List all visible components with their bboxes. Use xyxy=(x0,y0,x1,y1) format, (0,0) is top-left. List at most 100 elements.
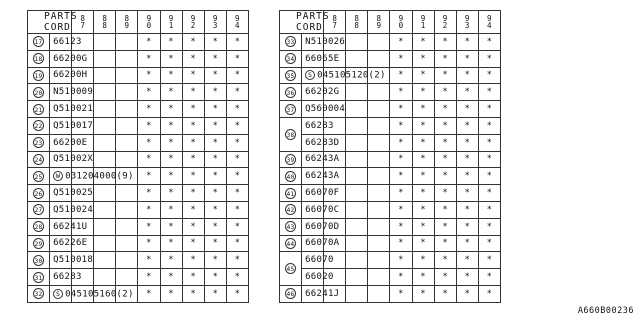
year-mark-cell: * xyxy=(455,217,479,236)
part-number: 66200H xyxy=(53,70,88,81)
year-mark-cell: * xyxy=(181,167,205,186)
table-row: 66283D***** xyxy=(280,133,502,152)
year-mark-cell xyxy=(345,200,369,219)
year-mark-cell: * xyxy=(225,66,250,85)
year-mark-cell: * xyxy=(203,284,227,303)
year-mark-cell xyxy=(93,83,117,102)
year-mark-cell xyxy=(345,234,369,253)
part-number: Q510024 xyxy=(53,204,94,215)
year-mark-cell xyxy=(367,217,391,236)
year-mark-cell: * xyxy=(203,83,227,102)
year-mark-cell: * xyxy=(411,284,435,303)
year-mark-cell: * xyxy=(455,184,479,202)
year-mark-cell: * xyxy=(389,284,413,303)
year-mark-cell: * xyxy=(181,234,205,253)
part-number-cell: Q510021 xyxy=(49,100,93,118)
part-number: 66200E xyxy=(53,137,88,148)
year-mark-cell: * xyxy=(433,49,457,68)
year-mark-cell: * xyxy=(181,83,205,102)
year-mark-cell: * xyxy=(159,200,183,219)
year-mark-cell: * xyxy=(389,268,413,286)
year-mark-cell: * xyxy=(477,83,502,102)
year-mark-cell xyxy=(93,217,117,236)
year-mark-cell xyxy=(93,33,117,51)
ref-number: 26 xyxy=(33,187,45,199)
year-mark-cell: * xyxy=(433,234,457,253)
year-mark-cell: * xyxy=(137,150,161,169)
year-mark-cell: * xyxy=(181,100,205,118)
year-mark-cell: * xyxy=(225,133,250,152)
ref-number: 44 xyxy=(285,237,297,249)
year-mark-cell: * xyxy=(411,251,435,270)
part-number-cell: 66200E xyxy=(49,133,87,152)
year-mark-cell: * xyxy=(181,200,205,219)
ref-number-cell: 20 xyxy=(26,83,51,102)
year-mark-cell: * xyxy=(137,33,161,51)
year-mark-cell: * xyxy=(137,66,161,85)
year-mark-cell: * xyxy=(181,251,205,270)
year-mark-cell: * xyxy=(455,268,479,286)
part-number: 66243A xyxy=(305,171,340,182)
part-number: Q510021 xyxy=(53,104,94,115)
year-mark-cell: * xyxy=(389,133,413,152)
year-mark-cell xyxy=(367,49,391,68)
year-mark-cell: * xyxy=(181,268,205,286)
ref-number: 19 xyxy=(33,69,45,81)
year-mark-cell: * xyxy=(389,234,413,253)
parts-cord-header: PARTS CORD xyxy=(278,10,329,34)
part-number-cell: Q510025 xyxy=(49,184,93,202)
year-mark-cell: * xyxy=(411,66,435,85)
year-mark-cell: * xyxy=(225,150,250,169)
year-mark-cell: * xyxy=(137,100,161,118)
year-mark-cell: * xyxy=(455,116,479,135)
year-mark-cell xyxy=(115,268,139,286)
ref-number: 22 xyxy=(33,120,45,132)
part-number-cell: N510026 xyxy=(301,33,345,51)
year-mark-cell xyxy=(345,116,369,135)
year-mark-cell xyxy=(345,33,369,51)
year-mark-cell: * xyxy=(433,133,457,152)
year-mark-cell: * xyxy=(203,251,227,270)
ref-number: 38 xyxy=(285,128,297,140)
year-mark-cell: * xyxy=(159,133,183,152)
year-mark-cell: * xyxy=(225,284,250,303)
part-number: Q510025 xyxy=(53,188,94,199)
year-mark-cell: * xyxy=(433,184,457,202)
year-mark-cell: * xyxy=(159,284,183,303)
year-mark-cell: * xyxy=(477,150,502,169)
year-mark-cell: * xyxy=(389,217,413,236)
year-mark-cell xyxy=(93,100,117,118)
year-mark-cell: * xyxy=(433,200,457,219)
year-mark-cell: * xyxy=(389,167,413,186)
year-mark-cell xyxy=(345,167,369,186)
year-mark-cell: * xyxy=(159,268,183,286)
year-mark-cell: * xyxy=(225,184,250,202)
year-mark-cell: * xyxy=(411,217,435,236)
ref-number-cell: 31 xyxy=(26,268,51,286)
part-number-cell: 66243A xyxy=(301,167,339,186)
ref-number: 20 xyxy=(33,86,45,98)
year-mark-cell: * xyxy=(477,268,502,286)
year-mark-cell: * xyxy=(137,49,161,68)
ref-number: 41 xyxy=(285,187,297,199)
ref-number-cell: 45 xyxy=(278,251,303,286)
ref-number-cell: 39 xyxy=(278,150,303,169)
year-mark-cell: * xyxy=(477,217,502,236)
year-mark-cell xyxy=(367,268,391,286)
year-mark-cell xyxy=(93,150,117,169)
part-number: 66241J xyxy=(305,288,340,299)
ref-number: 33 xyxy=(285,36,297,48)
year-mark-cell: * xyxy=(455,234,479,253)
